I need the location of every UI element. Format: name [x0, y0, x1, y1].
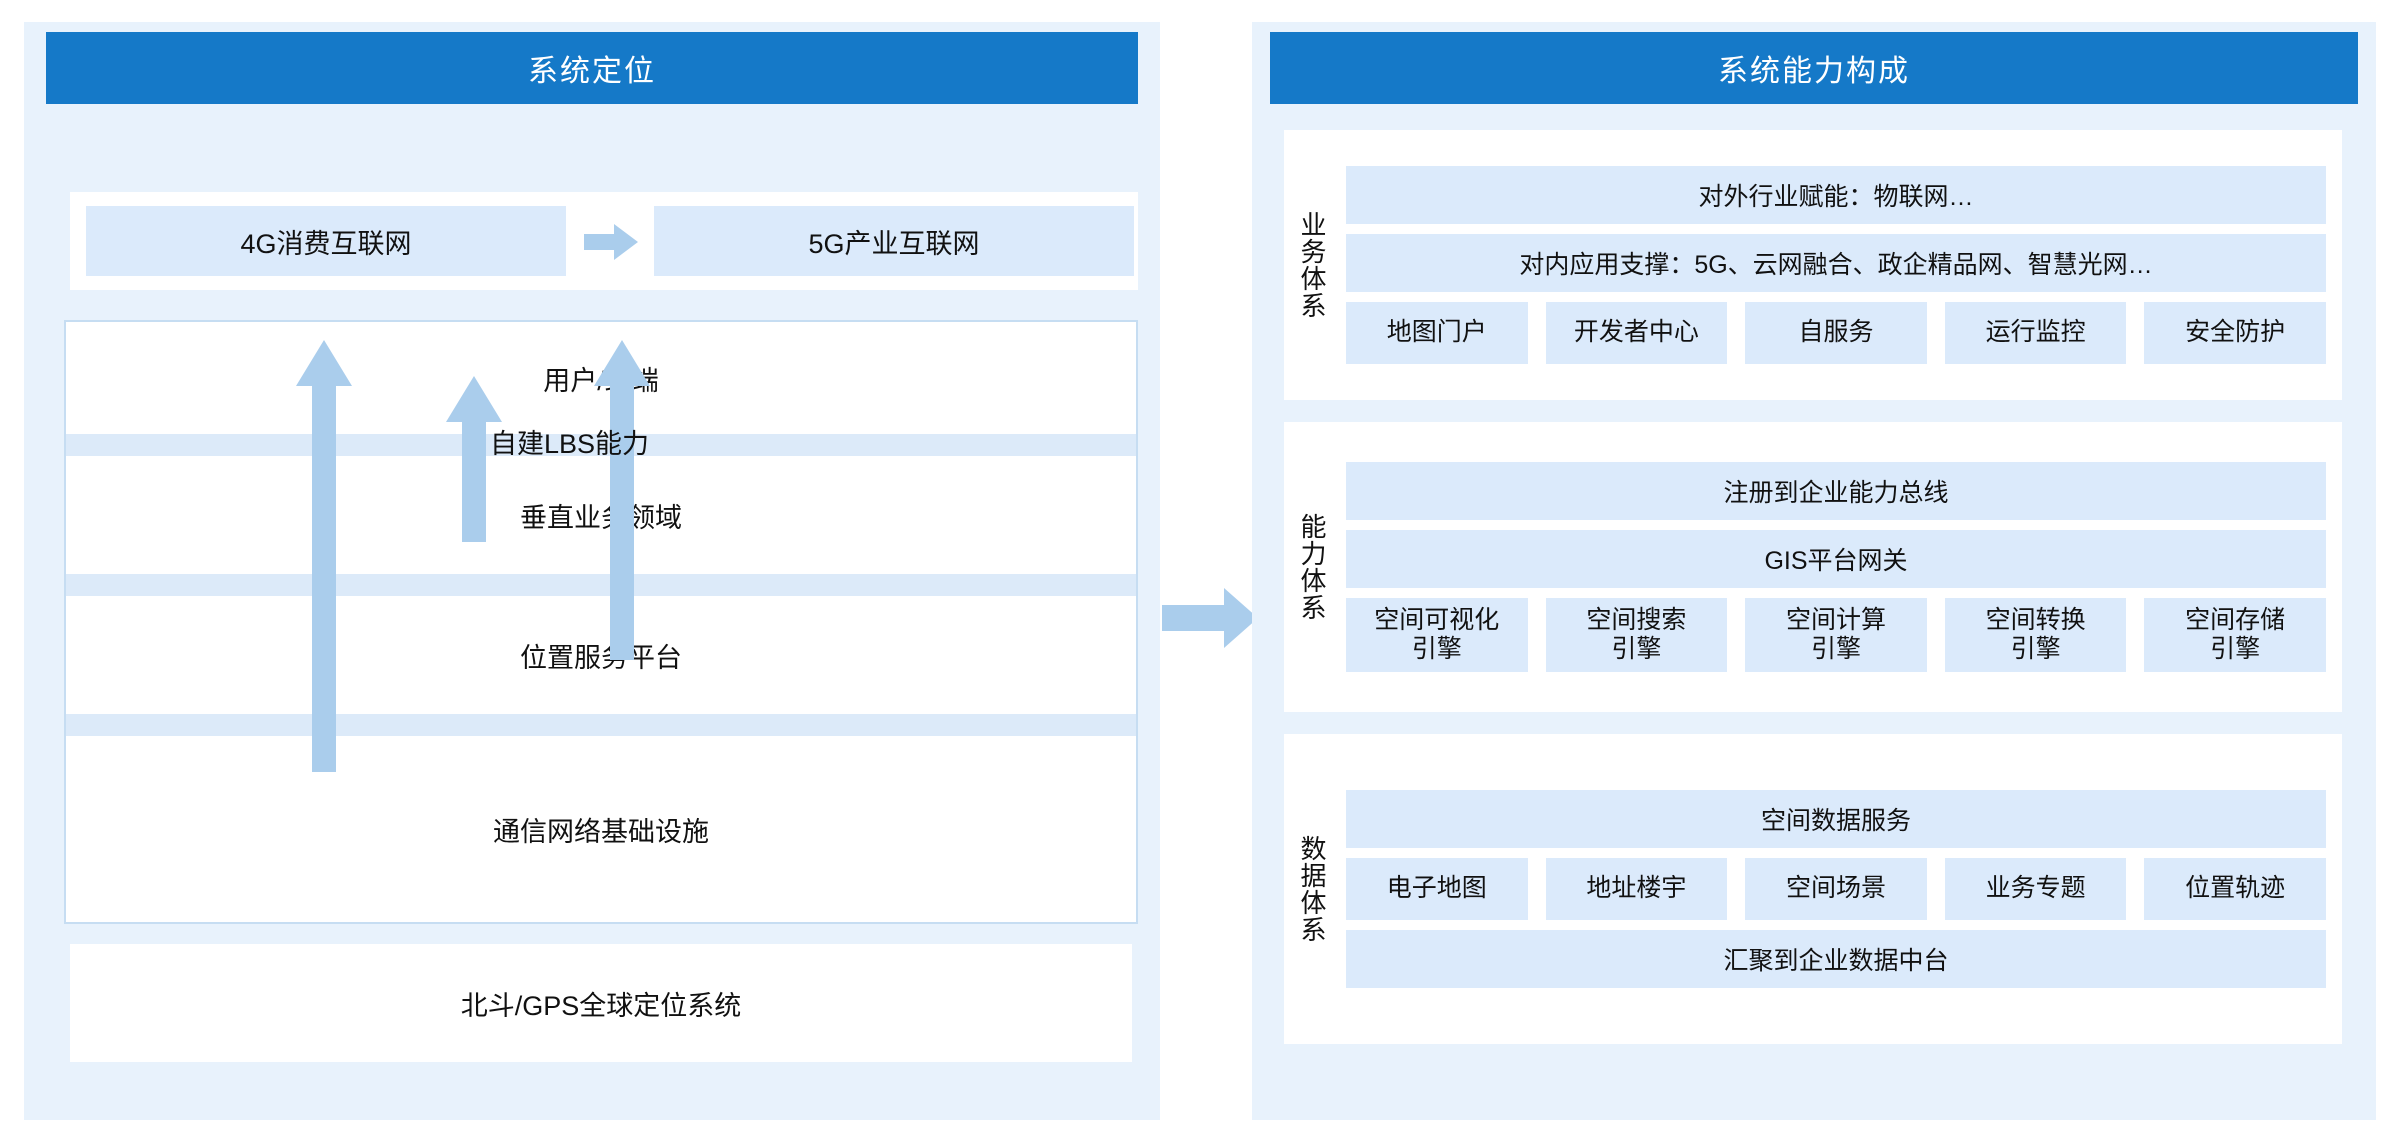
- data-chip-row: 电子地图 地址楼宇 空间场景 业务专题 位置轨迹: [1346, 858, 2326, 920]
- chip-security-protection[interactable]: 安全防护: [2144, 302, 2326, 364]
- box-5g-industry-internet[interactable]: 5G产业互联网: [654, 206, 1134, 276]
- section-business-label: 业务体系: [1297, 211, 1328, 319]
- box-beidou-gps-system[interactable]: 北斗/GPS全球定位系统: [70, 944, 1132, 1062]
- layer-separator-3: [66, 714, 1136, 736]
- right-arrow-icon: [1162, 588, 1258, 648]
- chip-spatial-storage-engine[interactable]: 空间存储引擎: [2144, 598, 2326, 672]
- layer-vertical-business[interactable]: 垂直业务领域: [520, 502, 682, 533]
- section-data-system: 数据体系 空间数据服务 电子地图 地址楼宇 空间场景 业务专题 位置轨迹 汇聚到…: [1284, 734, 2342, 1044]
- box-register-enterprise-capability-bus[interactable]: 注册到企业能力总线: [1346, 462, 2326, 520]
- layer-stack: 用户/终端 垂直业务领域 位置服务平台 通信网络基础设施: [64, 320, 1138, 924]
- section-data-label: 数据体系: [1297, 835, 1328, 943]
- up-arrow-icon: [594, 340, 650, 665]
- chip-location-track[interactable]: 位置轨迹: [2144, 858, 2326, 920]
- box-external-industry-enablement[interactable]: 对外行业赋能：物联网…: [1346, 166, 2326, 224]
- chip-spatial-search-engine[interactable]: 空间搜索引擎: [1545, 598, 1728, 672]
- box-aggregate-enterprise-data-midend[interactable]: 汇聚到企业数据中台: [1346, 930, 2326, 988]
- section-data-body: 空间数据服务 电子地图 地址楼宇 空间场景 业务专题 位置轨迹 汇聚到企业数据中…: [1340, 734, 2342, 1044]
- chip-spatial-visualization-engine[interactable]: 空间可视化引擎: [1346, 598, 1528, 672]
- right-panel-title: 系统能力构成: [1270, 32, 2358, 104]
- left-panel-title: 系统定位: [46, 32, 1138, 104]
- section-business-system: 业务体系 对外行业赋能：物联网… 对内应用支撑：5G、云网融合、政企精品网、智慧…: [1284, 130, 2342, 400]
- box-spatial-data-service[interactable]: 空间数据服务: [1346, 790, 2326, 848]
- up-arrow-icon: [446, 376, 502, 547]
- right-arrow-icon: [584, 224, 638, 260]
- chip-electronic-map[interactable]: 电子地图: [1346, 858, 1528, 920]
- layer-location-service-platform[interactable]: 位置服务平台: [520, 642, 682, 673]
- capability-chip-row: 空间可视化引擎 空间搜索引擎 空间计算引擎 空间转换引擎 空间存储引擎: [1346, 598, 2326, 672]
- business-chip-row: 地图门户 开发者中心 自服务 运行监控 安全防护: [1346, 302, 2326, 364]
- box-internal-application-support[interactable]: 对内应用支撑：5G、云网融合、政企精品网、智慧光网…: [1346, 234, 2326, 292]
- section-capability-body: 注册到企业能力总线 GIS平台网关 空间可视化引擎 空间搜索引擎 空间计算引擎 …: [1340, 422, 2342, 712]
- chip-operation-monitoring[interactable]: 运行监控: [1944, 302, 2127, 364]
- chip-map-portal[interactable]: 地图门户: [1346, 302, 1528, 364]
- up-arrow-icon: [296, 340, 352, 777]
- box-gis-platform-gateway[interactable]: GIS平台网关: [1346, 530, 2326, 588]
- chip-business-topic[interactable]: 业务专题: [1944, 858, 2127, 920]
- self-built-lbs-label: 自建LBS能力: [490, 429, 650, 459]
- right-panel: 系统能力构成 业务体系 对外行业赋能：物联网… 对内应用支撑：5G、云网融合、政…: [1252, 22, 2376, 1120]
- chip-spatial-scene[interactable]: 空间场景: [1745, 858, 1927, 920]
- chip-spatial-computation-engine[interactable]: 空间计算引擎: [1745, 598, 1927, 672]
- chip-self-service[interactable]: 自服务: [1745, 302, 1927, 364]
- box-4g-consumer-internet[interactable]: 4G消费互联网: [86, 206, 566, 276]
- section-capability-label: 能力体系: [1297, 513, 1328, 621]
- layer-network-infrastructure[interactable]: 通信网络基础设施: [493, 816, 709, 847]
- section-capability-system: 能力体系 注册到企业能力总线 GIS平台网关 空间可视化引擎 空间搜索引擎 空间…: [1284, 422, 2342, 712]
- left-panel: 系统定位 4G消费互联网 5G产业互联网 用户/终端 垂直业务领域 位置服务平台: [24, 22, 1160, 1120]
- chip-spatial-conversion-engine[interactable]: 空间转换引擎: [1944, 598, 2127, 672]
- section-business-body: 对外行业赋能：物联网… 对内应用支撑：5G、云网融合、政企精品网、智慧光网… 地…: [1340, 130, 2342, 400]
- chip-address-building[interactable]: 地址楼宇: [1545, 858, 1728, 920]
- chip-developer-center[interactable]: 开发者中心: [1545, 302, 1728, 364]
- migration-row: 4G消费互联网 5G产业互联网: [70, 192, 1138, 290]
